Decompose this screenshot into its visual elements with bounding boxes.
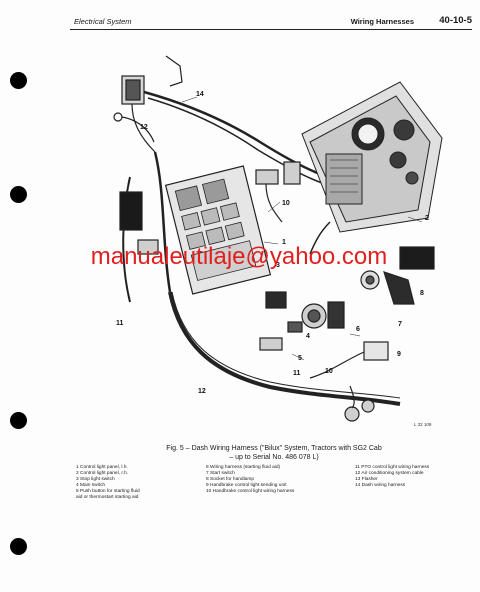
binder-hole-3 bbox=[10, 412, 27, 429]
callout-8: 8 bbox=[420, 290, 424, 297]
legend-item: 6 Wiring harness (starting fluid aid) bbox=[206, 465, 281, 470]
legend-item: 12 Air conditioning system cable bbox=[355, 471, 424, 477]
legend-item: 9 Handbrake control light sending unit bbox=[206, 483, 287, 489]
page-number: 40-10-5 bbox=[439, 15, 472, 26]
legend-item: aid or thermostart starting aid bbox=[76, 495, 139, 501]
callout-9: 9 bbox=[397, 351, 401, 358]
legend-item: 3 Stop light switch bbox=[76, 477, 115, 483]
legend-item: 8 Socket for handlamp bbox=[206, 477, 254, 483]
callout-11-lower: 11 bbox=[293, 370, 301, 377]
legend-item: 2 Control light panel, r.h. bbox=[76, 471, 128, 477]
callout-10: 10 bbox=[282, 200, 290, 207]
watermark-email: manualeutilaje@yahoo.com bbox=[90, 243, 388, 270]
binder-hole-4 bbox=[10, 538, 27, 555]
legend-item: 4 Main switch bbox=[76, 483, 106, 489]
harness-drawing bbox=[113, 55, 443, 422]
callout-14: 14 bbox=[196, 91, 204, 98]
legend-item: 5 Push button for starting fluid bbox=[76, 489, 140, 495]
figure-caption-line-1: Fig. 5 – Dash Wiring Harness ("Bilux" Sy… bbox=[166, 445, 382, 452]
callout-6: 6 bbox=[356, 326, 360, 333]
legend-item: 1 Control light panel, l.h. bbox=[76, 465, 128, 470]
callout-7: 7 bbox=[398, 321, 402, 328]
chapter-title: Wiring Harnesses bbox=[350, 17, 414, 26]
callout-5: 5 bbox=[298, 355, 302, 362]
legend-item: 13 Flasher bbox=[355, 477, 378, 483]
callout-12: 12 bbox=[140, 124, 148, 131]
binder-hole-2 bbox=[10, 186, 27, 203]
callout-10-lower: 10 bbox=[325, 368, 333, 375]
callout-11-left: 11 bbox=[116, 320, 124, 327]
legend-item: 10 Handbrake control light wiring harnes… bbox=[206, 489, 295, 495]
callout-3: 3 bbox=[276, 262, 280, 269]
legend-item: 7 Start switch bbox=[206, 471, 235, 477]
callout-2: 2 bbox=[425, 215, 429, 222]
header-rule bbox=[70, 29, 472, 30]
legend-item: 14 Dash wiring harness bbox=[355, 483, 406, 489]
figure-caption-line-2: – up to Serial No. 486 078 L) bbox=[229, 454, 319, 461]
callout-1: 1 bbox=[282, 239, 286, 246]
legend-item: 11 PTO control light wiring harness bbox=[355, 465, 430, 470]
legend-column-1: 1 Control light panel, l.h. 2 Control li… bbox=[76, 465, 140, 502]
callout-4: 4 bbox=[306, 333, 310, 340]
legend-column-3: 11 PTO control light wiring harness 12 A… bbox=[355, 465, 429, 489]
section-name: Electrical System bbox=[74, 17, 132, 26]
binder-hole-1 bbox=[10, 72, 27, 89]
figure-reference: L 32 109 bbox=[414, 422, 432, 427]
page-header: Electrical System Wiring Harnesses 40-10… bbox=[74, 14, 472, 28]
legend-column-2: 6 Wiring harness (starting fluid aid) 7 … bbox=[206, 465, 294, 495]
wiring-harness-illustration: 14 12 10 2 1 3 8 5 4 6 7 11 9 12 11 10 L… bbox=[70, 42, 474, 432]
callout-12-lower: 12 bbox=[198, 388, 206, 395]
